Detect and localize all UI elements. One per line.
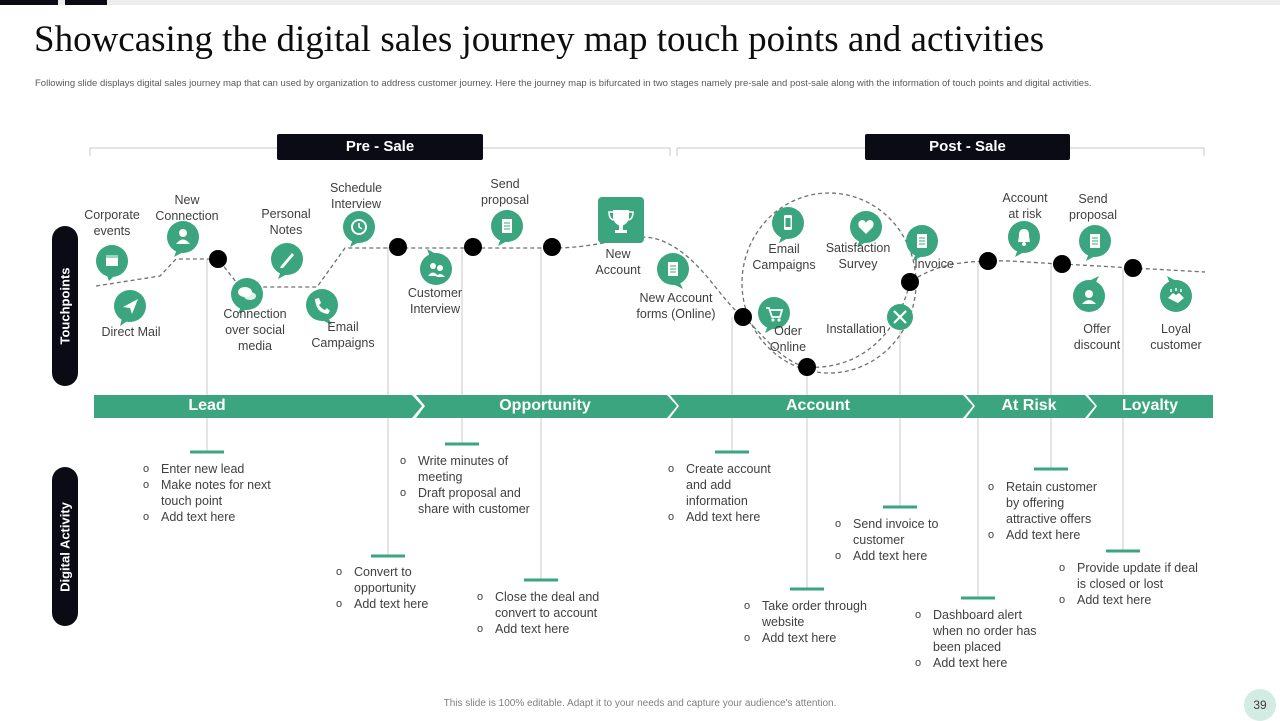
- digital-activity-label: Digital Activity: [57, 501, 73, 592]
- activity-item: Provide update if deal is closed or lost: [1059, 560, 1209, 592]
- clock-icon: [343, 211, 375, 247]
- activity-item: Add text here: [668, 509, 788, 525]
- digital-activity-pill: Digital Activity: [52, 467, 78, 626]
- activity-item: Close the deal and convert to account: [477, 589, 617, 621]
- account-loop: [741, 192, 917, 374]
- activity-list-take-order: Take order through website Add text here: [744, 598, 884, 646]
- activity-item: Take order through website: [744, 598, 884, 630]
- stage-lead: Lead: [188, 397, 226, 414]
- activity-list-send-invoice: Send invoice to customer Add text here: [835, 516, 950, 564]
- page-subtitle: Following slide displays digital sales j…: [35, 78, 1092, 89]
- document-icon: [1079, 225, 1111, 261]
- calendar-icon: [96, 245, 128, 281]
- activity-list-lead: Enter new lead Make notes for next touch…: [143, 461, 273, 525]
- activity-item: Write minutes of meeting: [400, 453, 535, 485]
- activity-item: Make notes for next touch point: [143, 477, 273, 509]
- gift-icon: [1073, 276, 1105, 312]
- stage-account: Account: [786, 397, 850, 414]
- activity-list-convert: Convert to opportunity Add text here: [336, 564, 446, 612]
- document-icon: [491, 210, 523, 246]
- form-icon: [657, 253, 689, 289]
- mobile-icon: [772, 207, 804, 243]
- activity-item: Add text here: [143, 509, 273, 525]
- stage-loyalty: Loyalty: [1121, 397, 1179, 414]
- activity-item: Draft proposal and share with customer: [400, 485, 535, 517]
- send-icon: [114, 290, 146, 326]
- activity-list-create-account: Create account and add information Add t…: [668, 461, 788, 525]
- activity-item: Enter new lead: [143, 461, 273, 477]
- activity-item: Convert to opportunity: [336, 564, 446, 596]
- touchpoint-label: Invoice: [914, 257, 954, 271]
- activity-item: Add text here: [988, 527, 1108, 543]
- touchpoint-label: Installation: [826, 322, 886, 336]
- activity-item: Send invoice to customer: [835, 516, 950, 548]
- trophy-icon: [598, 197, 644, 243]
- bell-icon: [1008, 221, 1040, 257]
- page-title: Showcasing the digital sales journey map…: [34, 19, 1045, 60]
- page-number: 39: [1244, 689, 1276, 721]
- activity-list-retain-customer: Retain customer by offering attractive o…: [988, 479, 1108, 543]
- activity-list-dashboard-alert: Dashboard alert when no order has been p…: [915, 607, 1050, 671]
- touchpoints-label: Touchpoints: [57, 267, 73, 345]
- touchpoints-pill: Touchpoints: [52, 226, 78, 386]
- post-sale-label: Post - Sale: [865, 134, 1070, 160]
- activity-item: Add text here: [1059, 592, 1209, 608]
- top-accent-bar: [0, 0, 1280, 5]
- top-bar-block: [0, 0, 58, 5]
- user-icon: [167, 221, 199, 257]
- activity-item: Add text here: [835, 548, 950, 564]
- activity-item: Create account and add information: [668, 461, 788, 509]
- stage-opportunity: Opportunity: [499, 397, 591, 414]
- activity-item: Add text here: [915, 655, 1050, 671]
- top-bar-block: [65, 0, 107, 5]
- handshake-icon: [1160, 276, 1192, 312]
- phone-icon: [306, 289, 338, 325]
- activity-item: Add text here: [744, 630, 884, 646]
- pen-icon: [271, 243, 303, 279]
- heart-icon: [850, 211, 882, 247]
- invoice-icon: [906, 225, 938, 261]
- tools-icon: [887, 304, 913, 330]
- milestone-dots: [209, 238, 1142, 376]
- footer-note: This slide is 100% editable. Adapt it to…: [443, 698, 837, 709]
- cart-icon: [758, 297, 790, 333]
- activity-item: Add text here: [477, 621, 617, 637]
- activity-item: Retain customer by offering attractive o…: [988, 479, 1108, 527]
- activity-item: Add text here: [336, 596, 446, 612]
- connector-ticks: [190, 442, 1140, 600]
- stage-at-risk: At Risk: [1001, 397, 1057, 414]
- touchpoint-label: Direct Mail: [101, 325, 161, 339]
- people-icon: [420, 249, 452, 285]
- activity-list-provide-update: Provide update if deal is closed or lost…: [1059, 560, 1209, 608]
- activity-list-close-deal: Close the deal and convert to account Ad…: [477, 589, 617, 637]
- pre-sale-label: Pre - Sale: [277, 134, 483, 160]
- stage-arrow-bar: [94, 395, 1213, 418]
- activity-item: Dashboard alert when no order has been p…: [915, 607, 1050, 655]
- activity-list-minutes: Write minutes of meeting Draft proposal …: [400, 453, 535, 517]
- chat-icon: [231, 278, 263, 314]
